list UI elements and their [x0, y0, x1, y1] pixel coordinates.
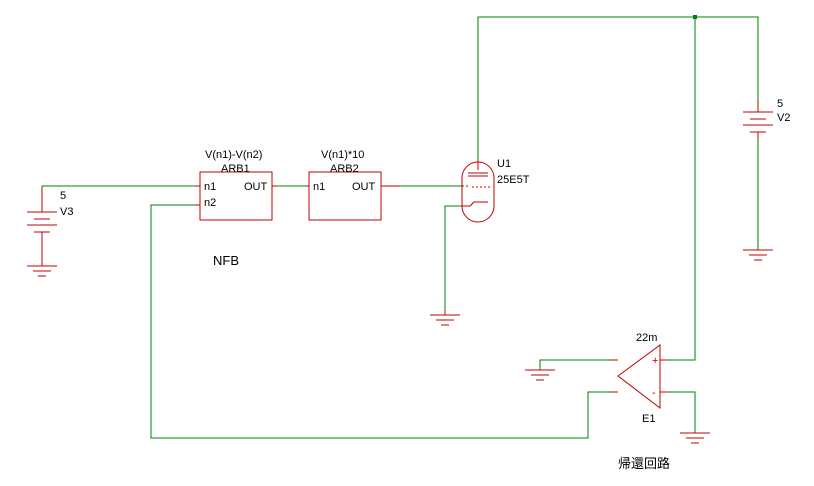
arb1-name: ARB1 [221, 163, 250, 175]
e1-gain: 22m [636, 332, 657, 344]
wire-plate-to-e1-plus[interactable] [660, 17, 696, 361]
wire-e1-out-to-ground[interactable] [660, 391, 696, 433]
arb-block-arb2[interactable]: V(n1)*10 ARB2 n1 OUT [306, 149, 400, 221]
e1-name: E1 [642, 413, 655, 425]
v3-name: V3 [60, 206, 73, 218]
v2-value: 5 [777, 98, 783, 110]
nfb-label: NFB [213, 253, 239, 268]
ground-icon [680, 432, 710, 444]
ground-icon [743, 249, 773, 261]
arb1-pin-out: OUT [244, 181, 268, 193]
arb2-name: ARB2 [330, 163, 359, 175]
arb1-pin-n1: n1 [204, 181, 216, 193]
e1-minus: - [652, 387, 656, 399]
voltage-source-v2[interactable]: 5 V2 [743, 98, 790, 140]
v3-value: 5 [60, 190, 66, 202]
u1-model: 25E5T [497, 174, 530, 186]
arb1-expression: V(n1)-V(n2) [205, 149, 262, 161]
arb2-pin-out: OUT [352, 181, 376, 193]
wire-u1-cathode-to-ground[interactable] [444, 205, 462, 310]
wire-v3-to-arb1-n1[interactable] [41, 185, 195, 188]
junction-dot [693, 15, 697, 19]
arb1-pin-n2: n2 [204, 197, 216, 209]
e1-plus: + [652, 355, 658, 367]
voltage-source-v3[interactable]: 5 V3 [27, 188, 73, 277]
arb-block-arb1[interactable]: V(n1)-V(n2) ARB1 n1 n2 OUT [195, 149, 277, 221]
ground-icon [430, 310, 460, 326]
vcvs-e1[interactable]: 22m + - E1 [610, 332, 668, 425]
vacuum-tube-u1[interactable]: U1 25E5T [461, 158, 530, 223]
u1-name: U1 [497, 158, 511, 170]
ground-icon [27, 265, 57, 277]
wire-e1-minus-to-ground[interactable] [539, 359, 618, 370]
wire-feedback-to-arb1-n2[interactable] [150, 204, 618, 439]
arb2-expression: V(n1)*10 [321, 149, 364, 161]
arb2-pin-n1: n1 [313, 181, 325, 193]
v2-name: V2 [777, 112, 790, 124]
feedback-circuit-label: 帰還回路 [618, 456, 670, 471]
wires [41, 15, 759, 439]
wire-u1-plate-to-v2[interactable] [477, 16, 759, 160]
ground-icon [525, 369, 555, 381]
